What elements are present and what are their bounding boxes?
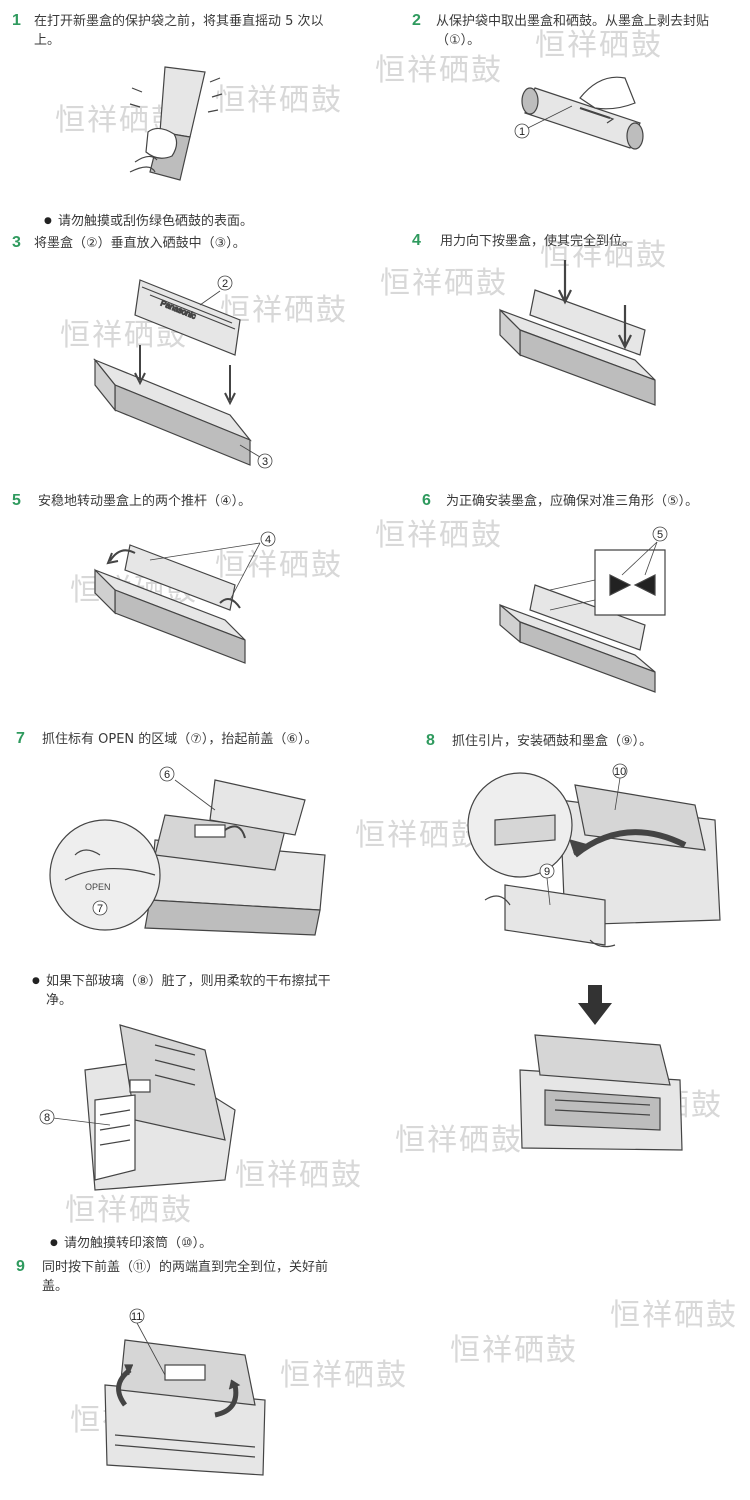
step-number: 3 <box>12 234 21 251</box>
step-number: 9 <box>16 1258 25 1275</box>
printer-open-illustration <box>510 1030 690 1160</box>
step-number: 7 <box>16 730 25 747</box>
watermark: 恒祥硒鼓 <box>355 818 483 853</box>
press-cartridge-illustration <box>495 255 665 415</box>
callout-10: 10 <box>614 766 626 778</box>
watermark: 恒祥硒鼓 <box>375 53 503 88</box>
down-arrow-icon <box>578 985 612 1025</box>
callout-5: 5 <box>657 529 663 541</box>
callout-1: 1 <box>519 126 525 138</box>
step-text: 同时按下前盖（⑪）的两端直到完全到位，关好前盖。 <box>42 1260 329 1294</box>
watermark: 恒祥硒鼓 <box>450 1333 578 1368</box>
step-number: 6 <box>422 492 431 509</box>
step-number: 1 <box>12 12 21 29</box>
watermark: 恒祥硒鼓 <box>215 83 343 118</box>
open-label: OPEN <box>85 882 111 892</box>
step-text: 在打开新墨盒的保护袋之前，将其垂直摇动 5 次以上。 <box>34 14 324 48</box>
watermark: 恒祥硒鼓 <box>395 1123 523 1158</box>
callout-9: 9 <box>544 866 550 878</box>
callout-6: 6 <box>164 769 170 781</box>
step-text: 抓住引片，安装硒鼓和墨盒（⑨）。 <box>452 734 653 749</box>
callout-4: 4 <box>265 534 271 546</box>
step-text: 安稳地转动墨盒上的两个推杆（④）。 <box>38 494 252 509</box>
step-number: 2 <box>412 12 421 29</box>
callout-2: 2 <box>222 278 228 290</box>
install-drum-illustration: 9 10 <box>465 760 730 990</box>
watermark: 恒祥硒鼓 <box>375 518 503 553</box>
watermark: 恒祥硒鼓 <box>235 1158 363 1193</box>
lift-front-cover-illustration: OPEN 7 6 <box>45 760 335 945</box>
step-number: 4 <box>412 232 421 249</box>
close-front-cover-illustration: 11 <box>95 1305 275 1495</box>
note-drum-surface: 请勿触摸或刮伤绿色硒鼓的表面。 <box>44 212 253 231</box>
rotate-levers-illustration: 4 <box>90 525 290 675</box>
step-text: 用力向下按墨盒，使其完全到位。 <box>440 234 636 249</box>
align-triangles-illustration: 5 <box>495 520 675 695</box>
step-number: 5 <box>12 492 21 509</box>
watermark: 恒祥硒鼓 <box>380 266 508 301</box>
note-glass: 如果下部玻璃（⑧）脏了，则用柔软的干布擦拭干净。 <box>32 972 336 1010</box>
watermark: 恒祥硒鼓 <box>280 1358 408 1393</box>
watermark: 恒祥硒鼓 <box>610 1298 738 1333</box>
note-roller: 请勿触摸转印滚筒（⑩）。 <box>50 1234 212 1253</box>
lower-glass-illustration: 8 <box>35 1020 245 1205</box>
callout-11: 11 <box>131 1311 142 1323</box>
step-text: 抓住标有 OPEN 的区域（⑦），抬起前盖（⑥）。 <box>42 732 318 747</box>
step-text: 将墨盒（②）垂直放入硒鼓中（③）。 <box>34 236 246 251</box>
step-text: 从保护袋中取出墨盒和硒鼓。从墨盒上剥去封贴（①）。 <box>436 14 710 48</box>
peel-seal-illustration: 1 <box>510 68 660 168</box>
callout-7: 7 <box>97 903 103 915</box>
insert-cartridge-illustration: Panasonic 2 3 <box>90 265 280 475</box>
step-number: 8 <box>426 732 435 749</box>
shake-cartridge-illustration <box>120 62 230 192</box>
callout-3: 3 <box>262 456 268 468</box>
step-text: 为正确安装墨盒，应确保对准三角形（⑤）。 <box>446 494 699 509</box>
callout-8: 8 <box>44 1112 50 1124</box>
